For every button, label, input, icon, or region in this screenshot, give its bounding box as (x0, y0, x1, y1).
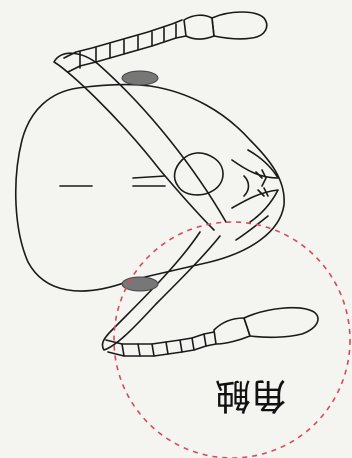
eye-lower (122, 277, 158, 291)
antenna-lower-club-2 (244, 308, 318, 338)
antenna-upper-club-1 (184, 15, 214, 39)
mandible-right (232, 190, 278, 222)
antenna-label: 触角 (219, 360, 267, 432)
antenna-upper-funiculus-lower (68, 36, 186, 72)
labrum (244, 176, 249, 196)
mouthpart-line (236, 216, 268, 240)
eye-upper (122, 71, 158, 85)
antenna-upper-club-2 (212, 12, 267, 39)
antenna-lower-scape (102, 232, 220, 350)
clypeus (175, 153, 223, 195)
mandible-teeth (256, 170, 268, 196)
frontal-line-1 (133, 176, 165, 178)
